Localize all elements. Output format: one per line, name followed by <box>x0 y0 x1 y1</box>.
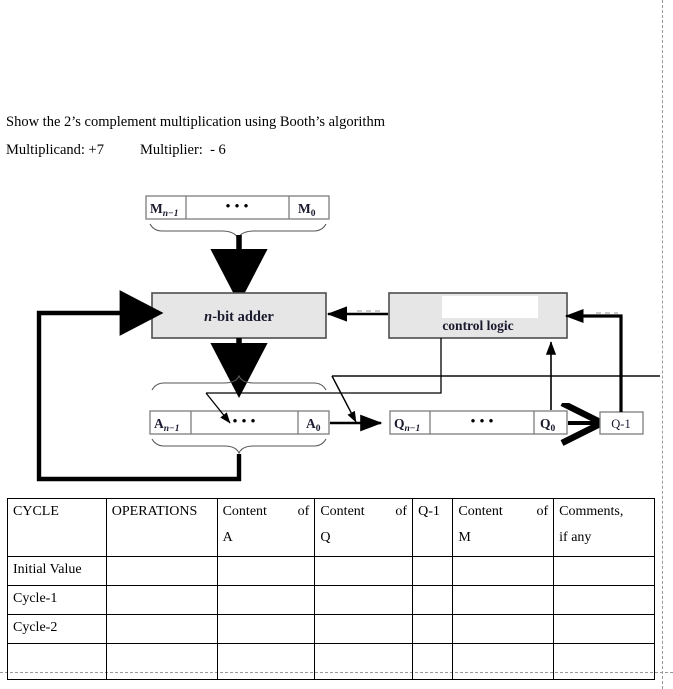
operand-line: Multiplicand: +7 Multiplier: - 6 <box>6 142 226 159</box>
table-row <box>7 643 655 680</box>
cell-operations[interactable] <box>105 614 218 644</box>
q-register: Qn−1 • • • Q0 <box>389 410 568 435</box>
masked-label-patch <box>442 296 538 318</box>
control-logic-box: control logic <box>388 292 568 339</box>
cell-q-minus-1[interactable] <box>412 614 454 644</box>
column-header-q-minus-1: Q-1 <box>412 498 454 557</box>
adder-label-rest: -bit adder <box>212 309 274 325</box>
control-logic-label: control logic <box>442 318 513 333</box>
cell-content-a[interactable] <box>216 643 316 680</box>
cell-operations[interactable] <box>105 643 218 680</box>
row-label-initial-value: Initial Value <box>7 556 107 586</box>
row-label-cycle-2: Cycle-2 <box>7 614 107 644</box>
cell-q-minus-1[interactable] <box>412 643 454 680</box>
a-register-brace-top <box>151 374 327 391</box>
column-header-cycle: CYCLE <box>7 498 107 557</box>
control-to-adder-line <box>326 306 388 322</box>
q-minus-1-label: Q-1 <box>611 417 630 431</box>
table-row: Cycle-1 <box>7 585 655 615</box>
a-feedback-loop <box>36 290 242 482</box>
cell-comments[interactable] <box>553 556 655 586</box>
cell-content-a[interactable] <box>216 556 316 586</box>
cell-content-q[interactable] <box>314 556 414 586</box>
q-minus-1-box: Q-1 <box>599 411 644 435</box>
q-register-dots: • • • <box>470 414 493 430</box>
cell-q-minus-1[interactable] <box>412 585 454 615</box>
cell-q-minus-1[interactable] <box>412 556 454 586</box>
m-register: Mn−1 • • • M0 <box>145 195 330 220</box>
booth-hardware-diagram: Mn−1 • • • M0 n-bit adder control logic … <box>0 180 673 485</box>
table-row: Cycle-2 <box>7 614 655 644</box>
column-header-comments: Comments, if any <box>553 498 655 557</box>
cell-content-m[interactable] <box>452 556 555 586</box>
a-register-brace-bottom <box>151 438 327 455</box>
cell-content-a[interactable] <box>216 585 316 615</box>
table-row: Initial Value <box>7 556 655 586</box>
table-header-row: CYCLE OPERATIONS Content of A Content of… <box>7 498 655 557</box>
booth-trace-table: CYCLE OPERATIONS Content of A Content of… <box>7 498 655 680</box>
row-label-empty <box>7 643 107 680</box>
qminus1-to-control-line <box>564 308 623 412</box>
cell-content-m[interactable] <box>452 585 555 615</box>
shift-right-lines <box>205 338 660 424</box>
column-header-content-of-q: Content of Q <box>314 498 414 557</box>
column-header-operations: OPERATIONS <box>105 498 218 557</box>
cell-content-m[interactable] <box>452 614 555 644</box>
m-register-dots: • • • <box>225 199 248 215</box>
cell-content-q[interactable] <box>314 614 414 644</box>
adder-label-italic: n <box>204 309 212 325</box>
page-title: Show the 2’s complement multiplication u… <box>6 114 385 130</box>
svg-text:n-bit adder: n-bit adder <box>204 309 274 325</box>
cell-comments[interactable] <box>553 585 655 615</box>
n-bit-adder-box: n-bit adder <box>151 292 327 339</box>
row-label-cycle-1: Cycle-1 <box>7 585 107 615</box>
multiplier-label: Multiplier: - 6 <box>140 142 226 158</box>
cell-operations[interactable] <box>105 585 218 615</box>
column-header-content-of-m: Content of M <box>452 498 555 557</box>
cell-operations[interactable] <box>105 556 218 586</box>
booth-trace-table-wrapper: CYCLE OPERATIONS Content of A Content of… <box>7 498 655 680</box>
cell-content-a[interactable] <box>216 614 316 644</box>
cell-content-q[interactable] <box>314 585 414 615</box>
a-register-dots: • • • <box>232 414 255 430</box>
column-header-content-of-a: Content of A <box>216 498 316 557</box>
multiplicand-label: Multiplicand: +7 <box>6 142 104 158</box>
cell-content-q[interactable] <box>314 643 414 680</box>
cell-comments[interactable] <box>553 614 655 644</box>
cell-content-m[interactable] <box>452 643 555 680</box>
a-register: An−1 • • • A0 <box>149 410 330 435</box>
page-margin-guide-right <box>662 0 663 689</box>
cell-comments[interactable] <box>553 643 655 680</box>
